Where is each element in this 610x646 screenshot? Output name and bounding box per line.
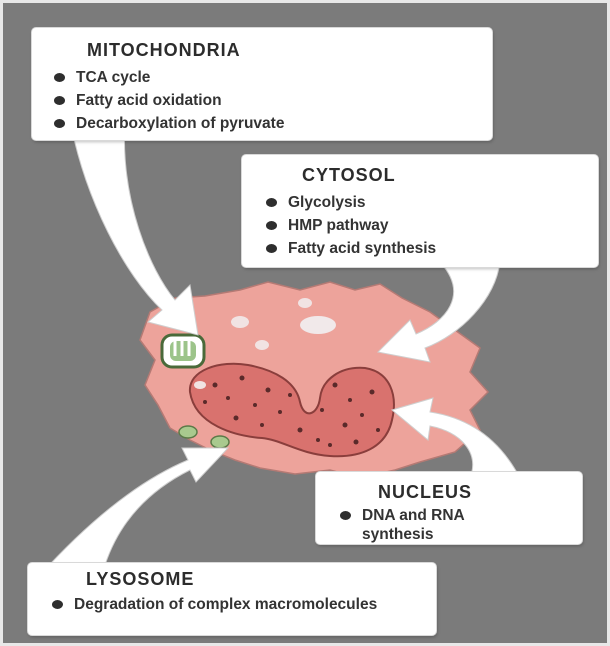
bullet-icon	[266, 221, 277, 230]
bullet-icon	[266, 244, 277, 253]
bullet-icon	[266, 198, 277, 207]
nucleus-title: NUCLEUS	[378, 482, 472, 503]
cytosol-list: Glycolysis HMP pathway Fatty acid synthe…	[262, 191, 436, 260]
nucleus-list: DNA and RNA synthesis	[336, 506, 536, 544]
lysosome-title: LYSOSOME	[86, 569, 194, 590]
lysosome-list: Degradation of complex macromolecules	[48, 595, 408, 614]
bullet-icon	[52, 600, 63, 609]
lysosome-panel: LYSOSOME Degradation of complex macromol…	[28, 563, 436, 635]
nucleus-item: DNA and RNA synthesis	[336, 506, 536, 544]
mitochondria-item: Decarboxylation of pyruvate	[50, 112, 284, 135]
cytosol-item: HMP pathway	[262, 214, 436, 237]
cytosol-title: CYTOSOL	[302, 165, 396, 186]
lysosome-item: Degradation of complex macromolecules	[48, 595, 408, 614]
mitochondria-panel: MITOCHONDRIA TCA cycle Fatty acid oxidat…	[32, 28, 492, 140]
cytosol-panel: CYTOSOL Glycolysis HMP pathway Fatty aci…	[242, 155, 598, 267]
bullet-icon	[54, 73, 65, 82]
cytosol-item: Glycolysis	[262, 191, 436, 214]
bullet-icon	[340, 511, 351, 520]
bullet-icon	[54, 119, 65, 128]
bullet-icon	[54, 96, 65, 105]
cytosol-item: Fatty acid synthesis	[262, 237, 436, 260]
mitochondria-title: MITOCHONDRIA	[87, 40, 241, 61]
mitochondria-list: TCA cycle Fatty acid oxidation Decarboxy…	[50, 66, 284, 135]
nucleus-panel: NUCLEUS DNA and RNA synthesis	[316, 472, 582, 544]
mitochondria-item: TCA cycle	[50, 66, 284, 89]
mitochondria-item: Fatty acid oxidation	[50, 89, 284, 112]
mitochondrion-organelle	[162, 335, 204, 367]
